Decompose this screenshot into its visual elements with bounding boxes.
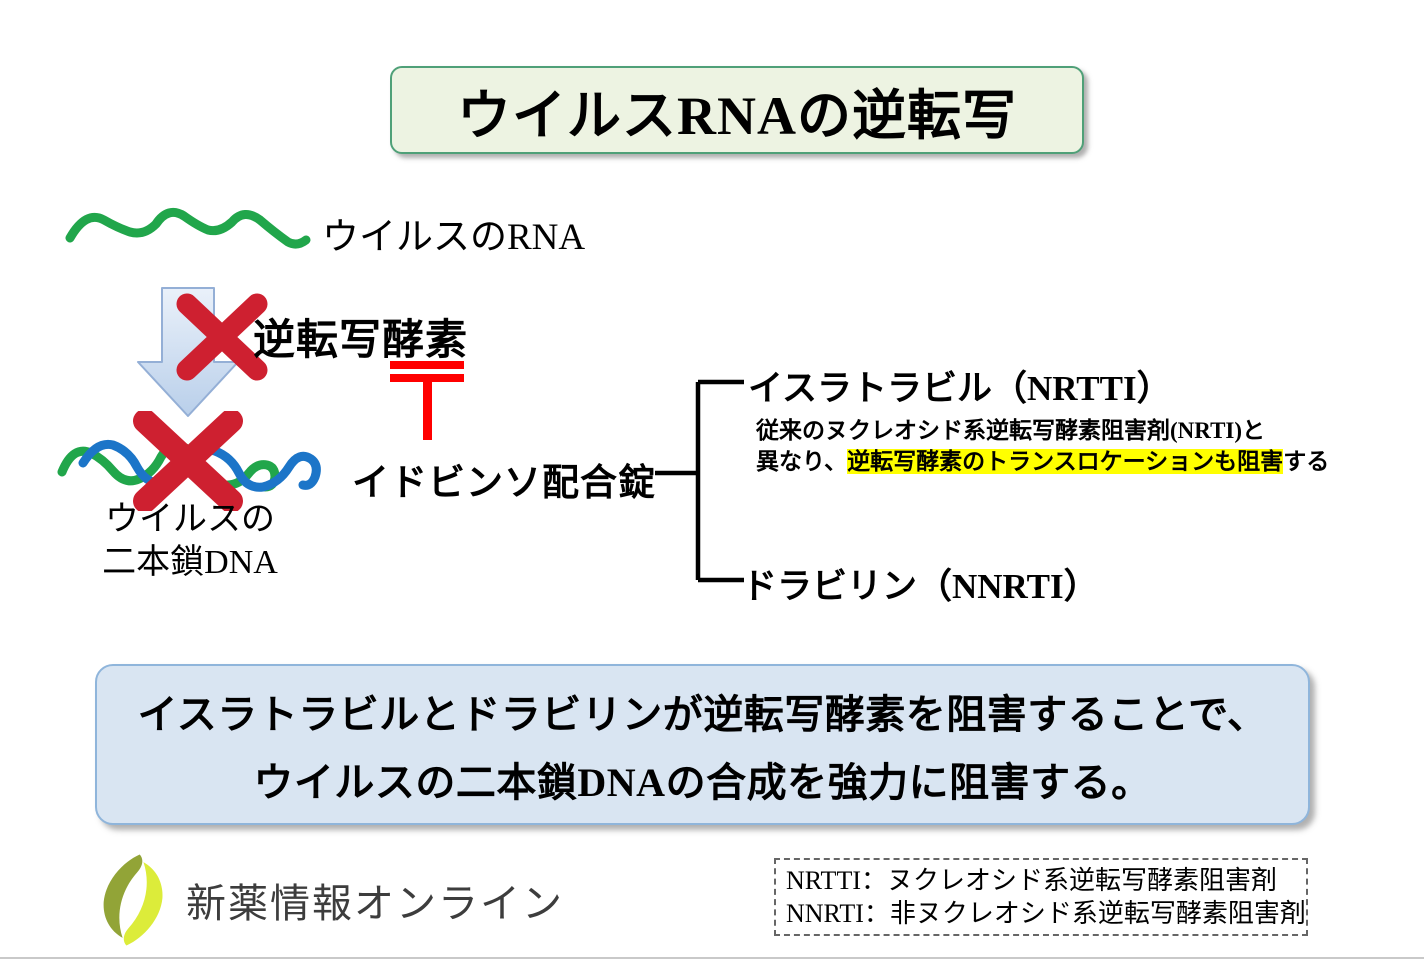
abbrev-line1: NRTTI：ヌクレオシド系逆転写酵素阻害剤 bbox=[786, 866, 1277, 895]
reverse-transcriptase-label: 逆転写酵素 bbox=[253, 316, 469, 363]
dna-label-line2: 二本鎖DNA bbox=[102, 544, 278, 581]
abbreviation-box: NRTTI：ヌクレオシド系逆転写酵素阻害剤 NNRTI：非ヌクレオシド系逆転写酵… bbox=[774, 858, 1308, 936]
note-line2-highlight: 逆転写酵素のトランスロケーションも阻害 bbox=[847, 449, 1284, 474]
summary-line2: ウイルスの二本鎖DNAの合成を強力に阻害する。 bbox=[253, 759, 1152, 805]
note-line2-suffix: する bbox=[1283, 449, 1330, 474]
cross-mark-icon bbox=[176, 293, 268, 381]
islatravir-note-line1: 従来のヌクレオシド系逆転写酵素阻害剤(NRTI)と bbox=[756, 418, 1266, 443]
islatravir-note: 従来のヌクレオシド系逆転写酵素阻害剤(NRTI)と 異なり、逆転写酵素のトランス… bbox=[756, 415, 1329, 477]
dna-label: ウイルスの 二本鎖DNA bbox=[70, 498, 310, 584]
leaf-logo-icon bbox=[103, 854, 163, 946]
title-box: ウイルスRNAの逆転写 bbox=[390, 66, 1084, 154]
dna-label-line1: ウイルスの bbox=[105, 501, 275, 538]
islatravir-note-line2: 異なり、逆転写酵素のトランスロケーションも阻害する bbox=[756, 446, 1329, 477]
logo-text: 新薬情報オンライン bbox=[186, 882, 564, 926]
note-line2-prefix: 異なり、 bbox=[756, 449, 848, 474]
combination-drug-label: イドビンソ配合錠 bbox=[352, 462, 656, 503]
site-logo: 新薬情報オンライン bbox=[98, 852, 564, 948]
summary-line1: イスラトラビルとドラビリンが逆転写酵素を阻害することで、 bbox=[137, 691, 1268, 737]
doravirine-label: ドラビリン（NNRTI） bbox=[742, 567, 1099, 606]
rna-label: ウイルスのRNA bbox=[322, 217, 586, 258]
summary-box: イスラトラビルとドラビリンが逆転写酵素を阻害することで、 ウイルスの二本鎖DNA… bbox=[95, 664, 1310, 825]
cross-mark-icon bbox=[133, 411, 243, 511]
islatravir-label: イスラトラビル（NRTTI） bbox=[748, 369, 1172, 408]
rna-wave-icon bbox=[65, 207, 311, 249]
bracket-connector bbox=[655, 379, 744, 583]
inhibition-tbar-icon bbox=[390, 361, 464, 440]
abbrev-line2: NNRTI：非ヌクレオシド系逆転写酵素阻害剤 bbox=[786, 899, 1306, 928]
page-title: ウイルスRNAの逆転写 bbox=[457, 85, 1017, 146]
